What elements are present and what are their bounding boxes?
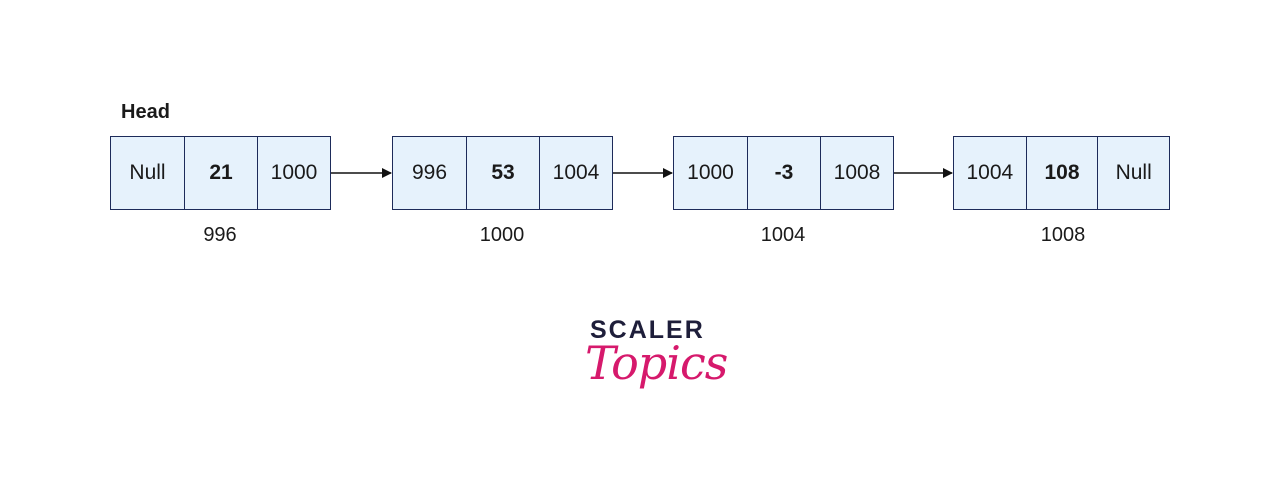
scaler-topics-logo: SCALER Topics: [585, 312, 728, 412]
node-2-next: 1004: [539, 137, 612, 209]
node-4-data: 108: [1025, 137, 1098, 209]
node-1-next: 1000: [257, 137, 330, 209]
node-2-prev: 996: [411, 161, 448, 184]
node-1: Null 21 1000: [110, 136, 331, 210]
node-3: 1000 -3 1008: [673, 136, 894, 210]
node-2-address: 1000: [479, 224, 525, 246]
node-3-next: 1008: [820, 137, 893, 209]
node-2-data: 53: [466, 137, 539, 209]
node-1-prev: Null: [129, 161, 166, 184]
node-2: 996 53 1004: [392, 136, 613, 210]
node-1-address: 996: [203, 224, 237, 246]
node-3-address: 1004: [760, 224, 806, 246]
head-label: Head: [121, 101, 170, 123]
node-4-prev: 1004: [966, 161, 1014, 184]
node-1-data: 21: [184, 137, 257, 209]
node-4: 1004 108 Null: [953, 136, 1170, 210]
logo-topics-text: Topics: [585, 336, 728, 390]
node-4-next: Null: [1097, 137, 1169, 209]
logo-scaler-text: SCALER: [590, 316, 705, 344]
node-3-prev: 1000: [687, 161, 734, 184]
node-3-data: -3: [747, 137, 820, 209]
node-4-address: 1008: [1040, 224, 1086, 246]
